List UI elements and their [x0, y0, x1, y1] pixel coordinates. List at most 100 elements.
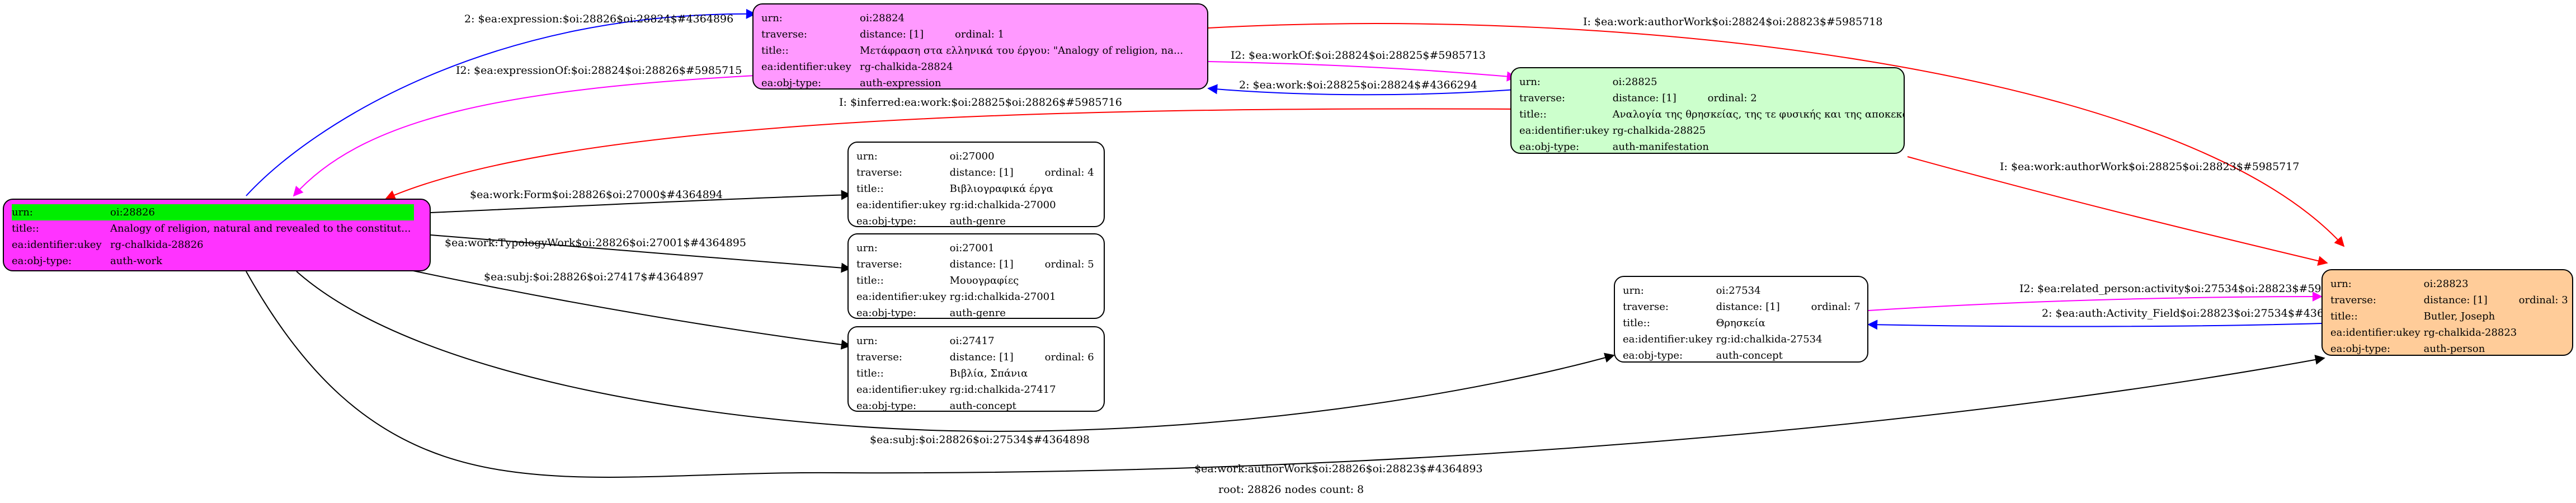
field-key: urn:: [761, 12, 783, 24]
field-value: Αναλογία της θρησκείας, της τε φυσικής κ…: [1612, 109, 1905, 120]
node-field-row: urn:oi:27417: [856, 333, 1098, 349]
node-field-row: urn:oi:27534: [1623, 283, 1864, 299]
field-value: auth-manifestation: [1612, 141, 1709, 153]
field-key: title::: [2330, 311, 2358, 322]
field-key: ea:obj-type:: [856, 307, 917, 319]
field-value: distance: [1] ordinal: 1: [860, 26, 1186, 43]
traverse-ordinal: ordinal: 4: [1044, 167, 1094, 178]
field-value: auth-genre: [949, 215, 1006, 227]
traverse-ordinal: ordinal: 3: [2518, 294, 2568, 306]
field-key: title::: [856, 183, 884, 195]
traverse-ordinal: ordinal: 1: [955, 29, 1005, 40]
field-key: ea:identifier:ukey: [856, 384, 946, 396]
node-field-row: traverse: distance: [1]ordinal: 7: [1623, 299, 1864, 315]
field-key: urn:: [1519, 76, 1541, 88]
field-key: ea:identifier:ukey: [1519, 125, 1609, 137]
node-28824[interactable]: urn: oi:28824 traverse: distance: [1] ordina…: [752, 3, 1208, 90]
edge-label: $ea:work:TypologyWork$oi:28826$oi:27001$…: [445, 237, 746, 249]
field-key: traverse:: [856, 351, 902, 363]
field-key: title::: [1519, 109, 1547, 120]
field-key: title::: [761, 45, 789, 57]
field-key: title::: [12, 223, 39, 234]
node-field-row: traverse:distance: [1]ordinal: 5: [856, 256, 1098, 272]
node-field-row: title::Βιβλία, Σπάνια: [856, 365, 1098, 382]
field-key: ea:obj-type:: [1623, 350, 1683, 361]
field-value: Βιβλία, Σπάνια: [949, 368, 1028, 379]
field-key: title::: [856, 275, 884, 286]
field-key: ea:identifier:ukey: [1623, 333, 1713, 345]
field-value: auth-person: [2423, 343, 2485, 355]
field-key: ea:obj-type:: [2330, 343, 2391, 355]
field-value: distance: [1]ordinal: 6: [950, 349, 1098, 365]
field-key: urn:: [12, 206, 33, 218]
field-value: distance: [1] ordinal: 4: [950, 164, 1098, 181]
node-field-row: title::Αναλογία της θρησκείας, της τε φυ…: [1519, 106, 1905, 123]
node-27534[interactable]: urn:oi:27534 traverse: distance: [1]ordina…: [1614, 276, 1868, 363]
edge-label: I2: $ea:workOf:$oi:28824$oi:28825$#59857…: [1231, 49, 1486, 62]
field-value: auth-concept: [1716, 350, 1783, 361]
node-field-row: traverse: distance: [1]ordinal: 2: [1519, 90, 1904, 106]
node-27417[interactable]: urn:oi:27417 traverse: distance: [1]ordina…: [847, 326, 1105, 412]
field-key: ea:obj-type:: [856, 215, 917, 227]
node-field-row: title::Θρησκεία: [1623, 315, 1864, 331]
field-value: auth-genre: [949, 307, 1006, 319]
field-key: title::: [1623, 317, 1650, 329]
field-key: title::: [856, 368, 884, 379]
traverse-distance: distance: [1]: [949, 167, 1014, 178]
field-value: oi:28824: [860, 12, 905, 24]
field-key: urn:: [1623, 285, 1644, 297]
field-key: urn:: [2330, 278, 2352, 290]
node-field-row: ea:obj-type: auth-person: [2330, 341, 2572, 355]
field-key: ea:obj-type:: [1519, 141, 1580, 153]
field-value: distance: [1]ordinal: 7: [1716, 299, 1864, 315]
field-key: ea:identifier:ukey: [2330, 327, 2420, 339]
node-field-row: ea:obj-type: auth-manifestation: [1519, 139, 1904, 153]
node-field-row: traverse:distance: [1]ordinal: 3: [2330, 292, 2572, 308]
field-key: traverse:: [1623, 301, 1669, 313]
field-key: traverse:: [1519, 92, 1565, 104]
field-value: auth-work: [110, 255, 162, 267]
traverse-ordinal: ordinal: 7: [1811, 301, 1861, 313]
field-value: rg:id:chalkida-27000: [949, 199, 1056, 211]
edge-label: I: $ea:work:authorWork$oi:28825$oi:28823…: [2000, 161, 2300, 173]
field-value: distance: [1]ordinal: 2: [1613, 90, 1904, 106]
node-field-row: ea:obj-type:auth-concept: [856, 398, 1098, 411]
field-key: traverse:: [761, 29, 807, 40]
edge-label: $ea:subj:$oi:28826$oi:27417$#4364897: [484, 271, 704, 283]
field-value: Μετάφραση στα ελληνικά του έργου: "Analo…: [860, 45, 1184, 57]
traverse-ordinal: ordinal: 5: [1044, 258, 1094, 270]
traverse-ordinal: ordinal: 6: [1044, 351, 1094, 363]
edge-workOf-28824-28825: [1208, 61, 1517, 82]
edge-label: I2: $ea:related_person:activity$oi:27534…: [2019, 283, 2356, 295]
edge-expression-28826-28824: [246, 8, 756, 196]
edge-label: $ea:work:authorWork$oi:28826$oi:28823$#4…: [1194, 463, 1483, 475]
field-key: ea:identifier:ukey: [761, 61, 851, 73]
field-key: ea:identifier:ukey: [856, 291, 946, 303]
node-field-row: title::Βιβλιογραφικά έργα: [856, 181, 1098, 197]
field-value: oi:27000: [949, 151, 995, 162]
field-value: oi:28826: [110, 206, 155, 218]
field-value: Analogy of religion, natural and reveale…: [110, 223, 411, 234]
field-value: rg:id:chalkida-27417: [949, 384, 1056, 396]
field-value: rg-chalkida-28823: [2423, 327, 2517, 339]
node-field-row: urn: oi:28824: [761, 10, 1186, 26]
field-key: urn:: [856, 335, 878, 347]
traverse-distance: distance: [1]: [860, 29, 924, 40]
field-key: traverse:: [856, 167, 902, 178]
field-key: traverse:: [856, 258, 902, 270]
edge-label: $ea:subj:$oi:28826$oi:27534$#4364898: [870, 434, 1090, 446]
node-field-row: traverse: distance: [1] ordinal: 1: [761, 26, 1186, 43]
field-value: Μουογραφίες: [949, 275, 1019, 286]
